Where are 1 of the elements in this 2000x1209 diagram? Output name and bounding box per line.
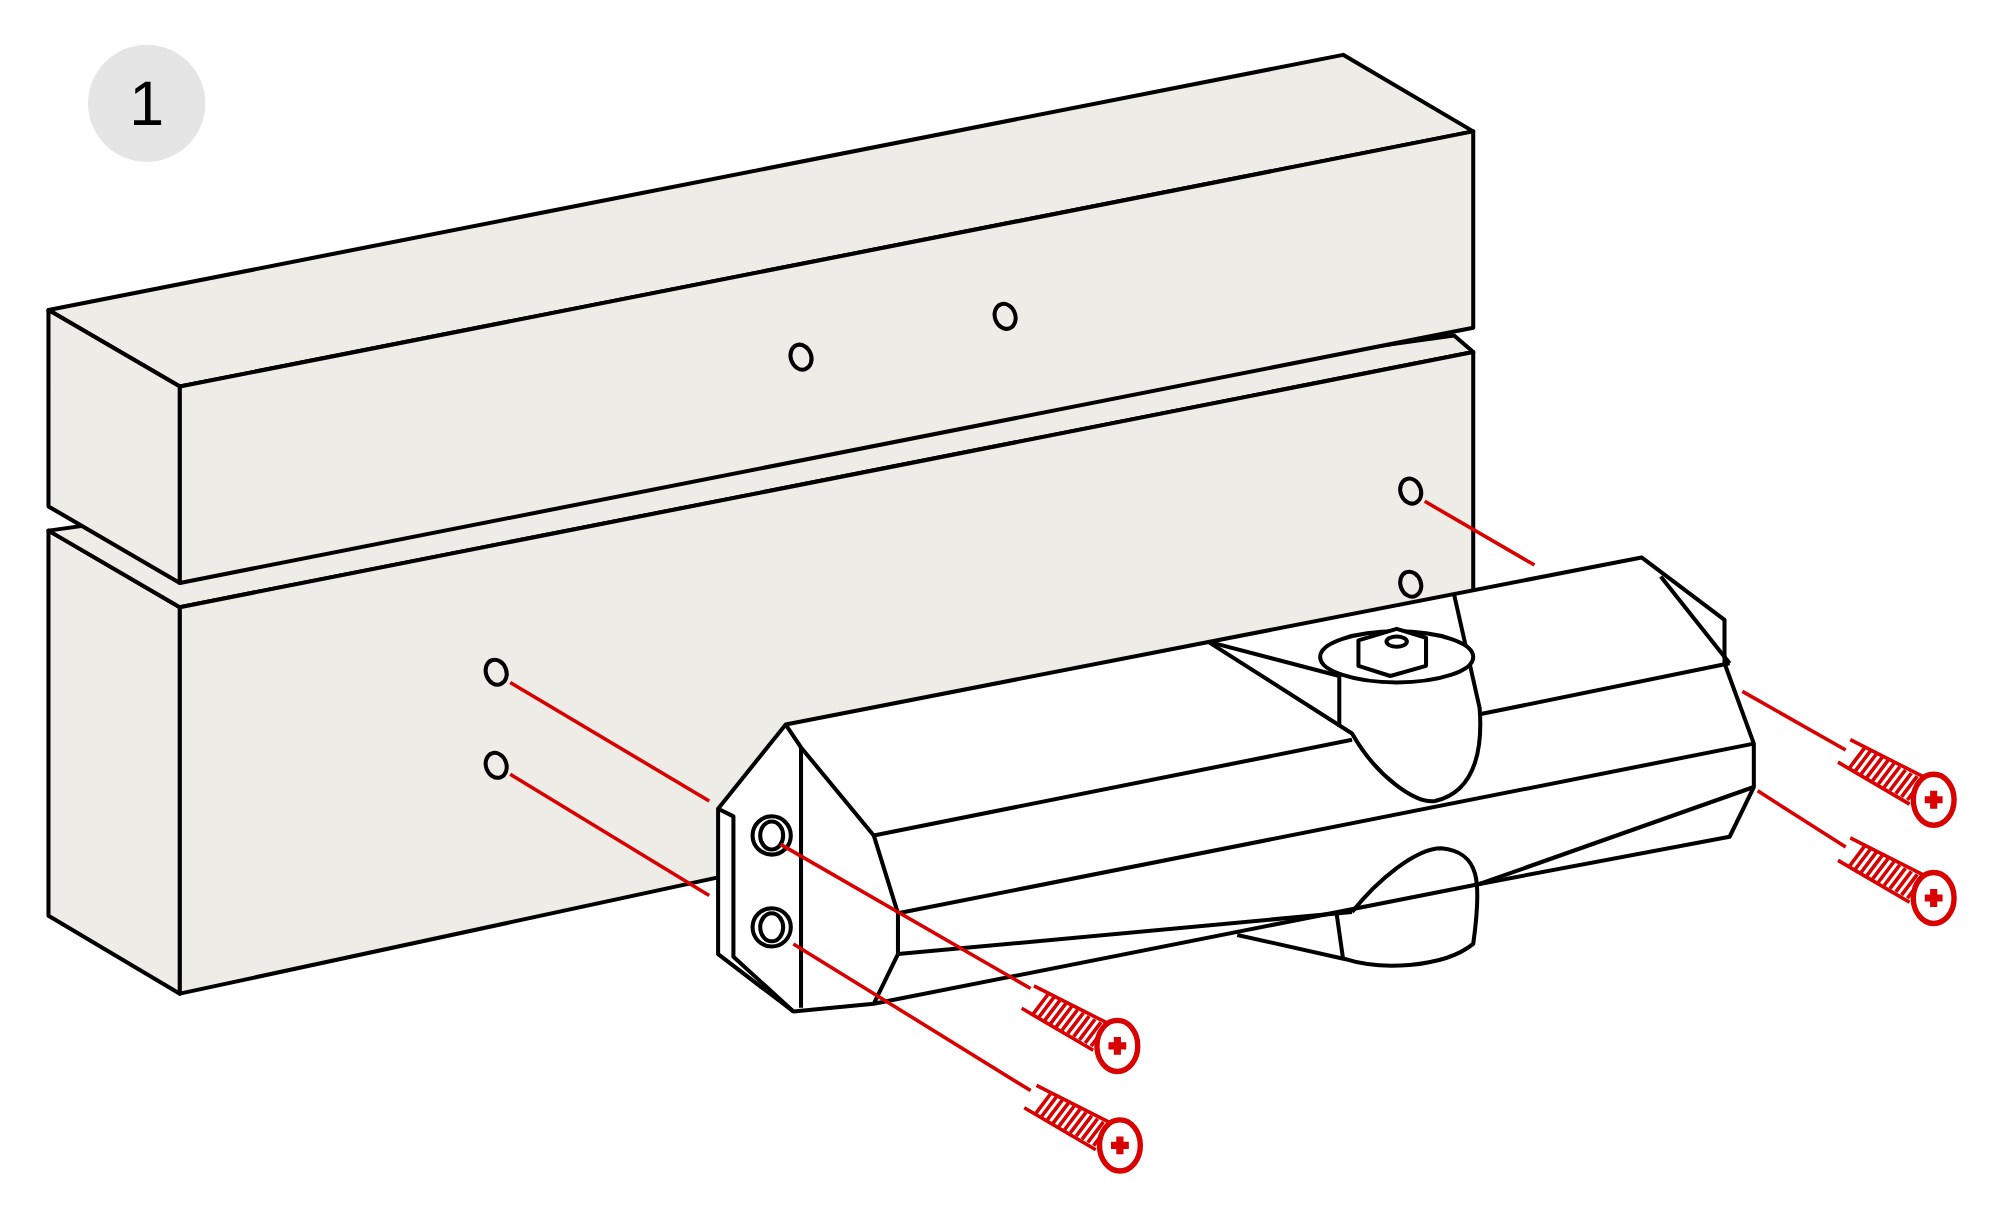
step-number-badge: 1 — [88, 44, 206, 162]
